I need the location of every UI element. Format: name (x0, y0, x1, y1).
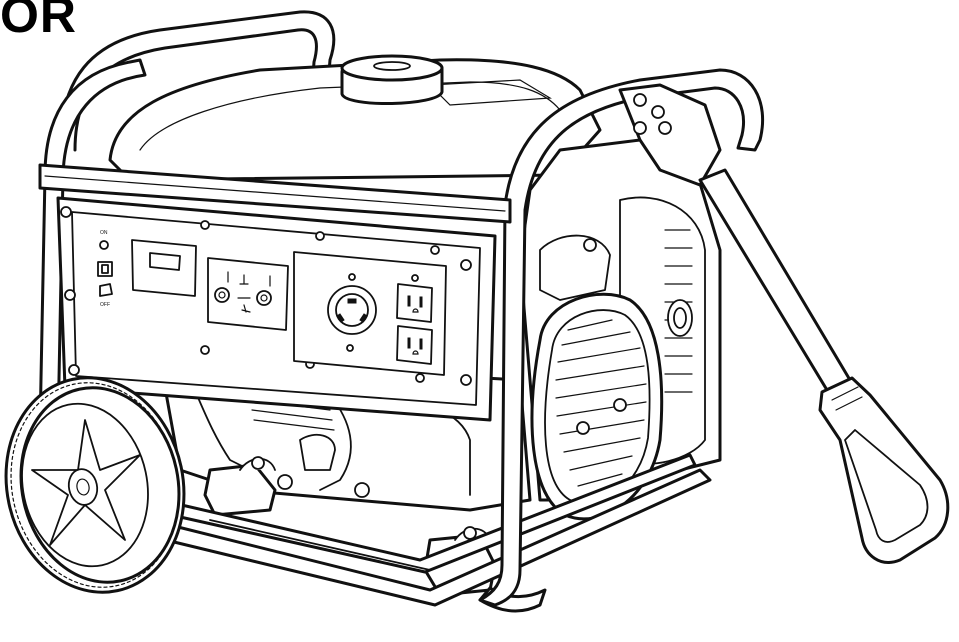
fuel-tank (108, 58, 602, 182)
wheel (4, 376, 186, 594)
breaker-right-button[interactable] (256, 290, 272, 306)
hour-meter (131, 239, 197, 297)
duplex-outlet-bottom[interactable] (396, 325, 433, 365)
breaker-left-button[interactable] (214, 287, 230, 303)
switch-top-label: ON (100, 230, 108, 236)
outlet-plate (293, 251, 447, 376)
front-frame-tube (38, 58, 765, 613)
fold-out-handle (618, 83, 950, 564)
fuel-cap (340, 54, 444, 105)
front-crossbar (38, 163, 512, 224)
circuit-breakers (207, 257, 289, 331)
recoil-starter-cover (530, 292, 664, 521)
page-title: OR (0, 0, 77, 43)
engine-switch-column: ON OFF (97, 230, 113, 308)
fuel-icon (99, 283, 113, 297)
control-panel: ON OFF (56, 196, 497, 422)
choke-icon (99, 240, 109, 250)
switch-bottom-label: OFF (100, 302, 110, 308)
duplex-outlet-top[interactable] (396, 283, 433, 323)
